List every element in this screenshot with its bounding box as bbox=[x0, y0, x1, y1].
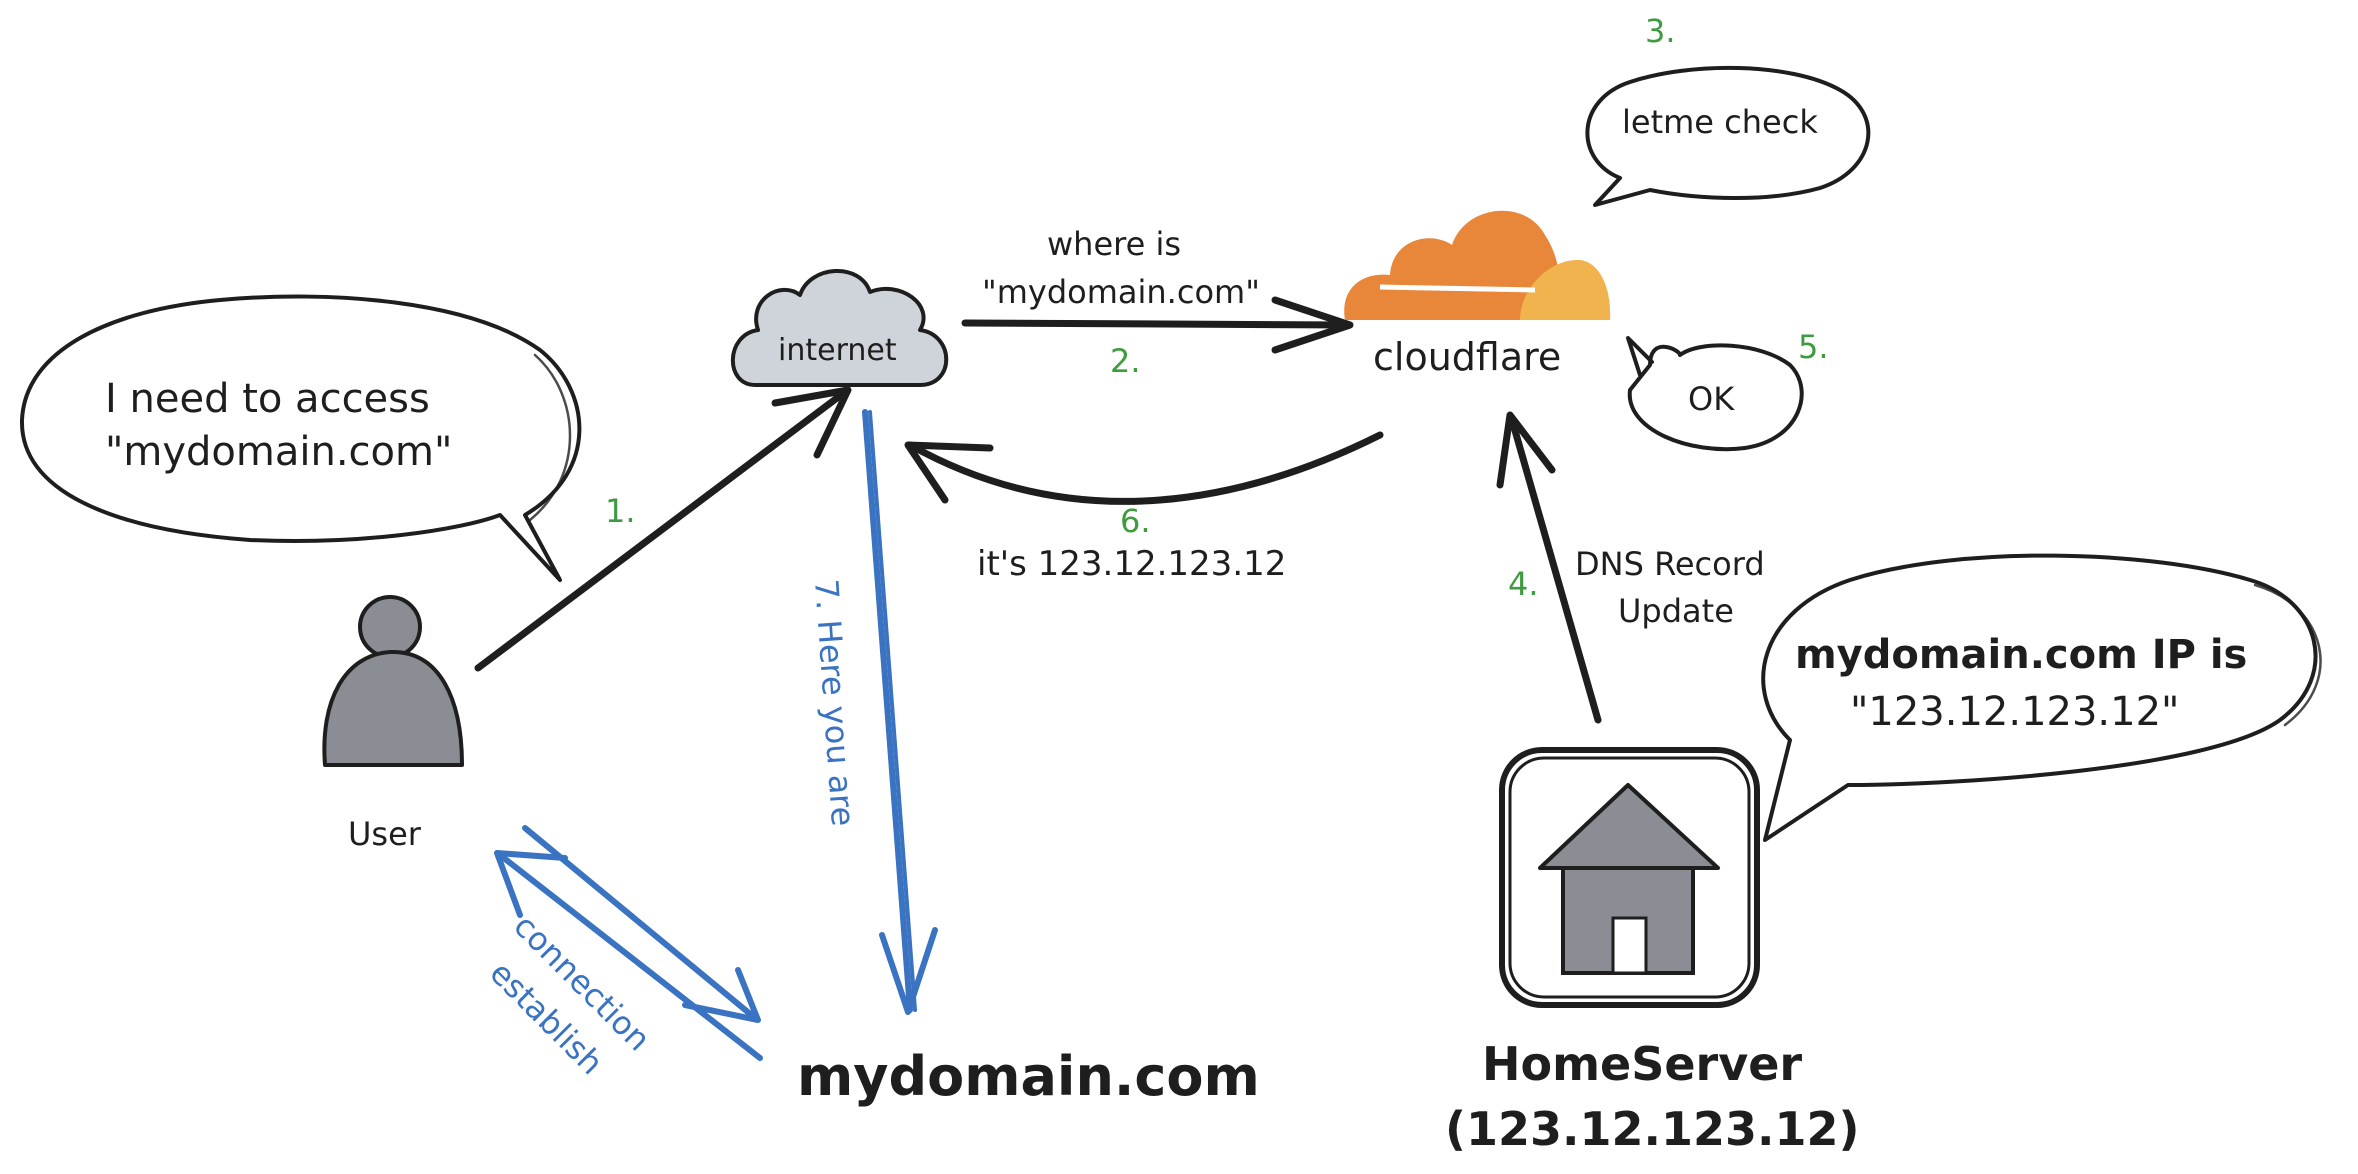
homeserver-name: HomeServer bbox=[1482, 1037, 1802, 1091]
step-4-label: 4. bbox=[1508, 565, 1539, 603]
arrow-internet-to-cloudflare bbox=[961, 296, 1354, 354]
server-bubble-line1: mydomain.com IP is bbox=[1795, 632, 2247, 678]
user-avatar-icon bbox=[322, 595, 464, 767]
here-you-are-text: 7. Here you are bbox=[807, 578, 862, 828]
letme-check-bubble bbox=[1585, 65, 1871, 207]
ok-bubble bbox=[1626, 336, 1804, 452]
user-speech-bubble: I need to access "mydomain.com" bbox=[19, 294, 582, 582]
homeserver-icon bbox=[1499, 747, 1760, 1008]
step-1-label: 1. bbox=[605, 492, 636, 530]
arrow-homeserver-to-cloudflare bbox=[1496, 411, 1602, 724]
arrow-connection-establish bbox=[494, 825, 763, 1061]
where-is-line1: where is bbox=[1047, 225, 1181, 263]
user-bubble-line1: I need to access bbox=[105, 376, 430, 422]
user-bubble-line2: "mydomain.com" bbox=[105, 429, 452, 475]
letme-check-text: letme check bbox=[1622, 103, 1818, 141]
step-2-label: 2. bbox=[1110, 342, 1141, 380]
arrow-internet-to-mydomain bbox=[862, 409, 938, 1015]
cloudflare-logo-icon bbox=[1344, 210, 1611, 320]
where-is-line2: "mydomain.com" bbox=[982, 273, 1260, 311]
step-6-label: 6. bbox=[1120, 502, 1151, 540]
ok-text: OK bbox=[1688, 380, 1735, 418]
internet-label: internet bbox=[778, 333, 897, 368]
arrow-cloudflare-to-internet bbox=[904, 431, 1384, 505]
user-label: User bbox=[348, 815, 422, 853]
server-bubble-line2: "123.12.123.12" bbox=[1850, 689, 2179, 735]
cloudflare-label: cloudflare bbox=[1373, 335, 1561, 379]
arrow-user-to-internet bbox=[474, 386, 852, 672]
internet-cloud-icon bbox=[730, 268, 949, 387]
dns-record-line1: DNS Record bbox=[1575, 545, 1765, 583]
server-ip-bubble bbox=[1761, 553, 2322, 842]
step-5-label: 5. bbox=[1798, 328, 1829, 366]
its-ip-text: it's 123.12.123.12 bbox=[977, 544, 1286, 584]
dns-record-line2: Update bbox=[1618, 592, 1734, 630]
step-3-label: 3. bbox=[1645, 12, 1676, 50]
mydomain-label: mydomain.com bbox=[797, 1045, 1260, 1108]
homeserver-ip: (123.12.123.12) bbox=[1445, 1102, 1860, 1156]
